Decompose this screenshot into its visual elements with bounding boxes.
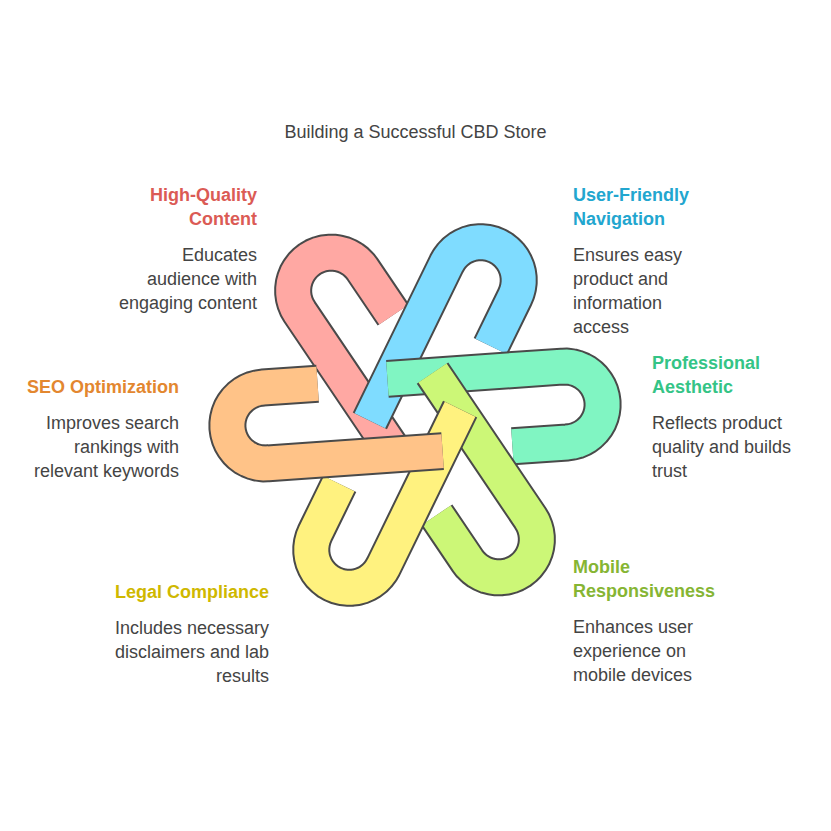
- item-heading: SEO Optimization: [9, 375, 179, 399]
- item-heading: Mobile Responsiveness: [573, 555, 733, 603]
- hook-outline: [227, 384, 442, 464]
- item-heading: User-Friendly Navigation: [573, 183, 723, 231]
- item-description: Enhances user experience on mobile devic…: [573, 615, 733, 687]
- item-description: Ensures easy product and information acc…: [573, 243, 723, 339]
- hook-fill: [227, 384, 442, 464]
- item-heading: Legal Compliance: [104, 580, 269, 604]
- label-block: SEO OptimizationImproves search rankings…: [9, 375, 179, 483]
- item-description: Improves search rankings with relevant k…: [9, 411, 179, 483]
- item-heading: Professional Aesthetic: [652, 351, 822, 399]
- label-block: User-Friendly NavigationEnsures easy pro…: [573, 183, 723, 339]
- item-description: Reflects product quality and builds trus…: [652, 411, 822, 483]
- label-block: High-Quality ContentEducates audience wi…: [107, 183, 257, 315]
- item-description: Educates audience with engaging content: [107, 243, 257, 315]
- label-block: Legal ComplianceIncludes necessary discl…: [104, 580, 269, 688]
- item-heading: High-Quality Content: [107, 183, 257, 231]
- item-description: Includes necessary disclaimers and lab r…: [104, 616, 269, 688]
- label-block: Professional AestheticReflects product q…: [652, 351, 822, 483]
- diagram-title: Building a Successful CBD Store: [0, 122, 831, 143]
- hook-shape: [227, 384, 442, 464]
- label-block: Mobile ResponsivenessEnhances user exper…: [573, 555, 733, 687]
